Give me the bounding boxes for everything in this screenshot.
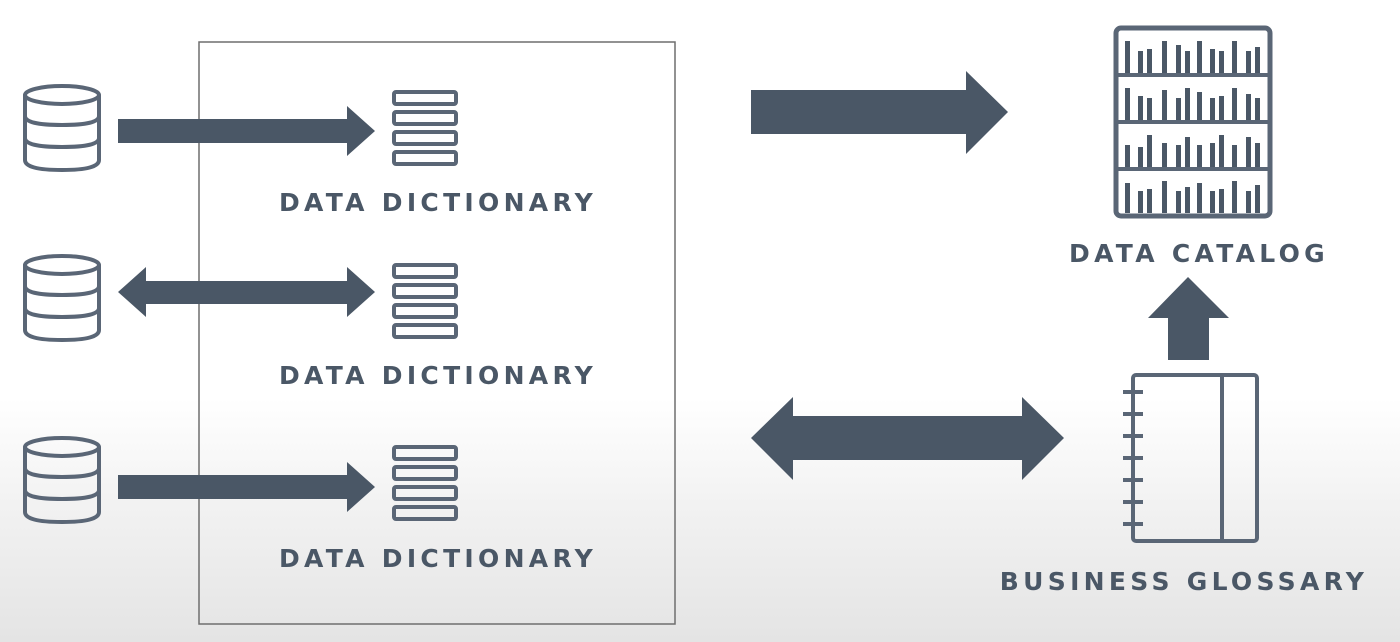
- book-spine: [1219, 96, 1224, 120]
- data-catalog-label: DATA CATALOG: [1069, 239, 1329, 268]
- book-spine: [1138, 96, 1143, 120]
- book-spine: [1162, 90, 1167, 120]
- data-dictionary-label: DATA DICTIONARY: [278, 361, 598, 390]
- book-spine: [1210, 191, 1215, 213]
- book-spine: [1176, 145, 1181, 167]
- database-icon: [23, 254, 101, 343]
- book-spine: [1210, 143, 1215, 167]
- database-icon: [23, 84, 101, 173]
- book-spine: [1138, 191, 1143, 213]
- book-spine: [1162, 41, 1167, 73]
- book-spine: [1185, 137, 1190, 167]
- book-spine: [1147, 98, 1152, 120]
- book-spine: [1162, 143, 1167, 167]
- book-spine: [1197, 183, 1202, 213]
- notebook-icon: [1123, 373, 1259, 543]
- book-spine: [1246, 94, 1251, 120]
- arrow-right-to-catalog: [751, 71, 1008, 154]
- book-spine: [1185, 88, 1190, 120]
- list-icon: [392, 263, 458, 339]
- data-dictionary-container: [198, 41, 676, 625]
- arrow-bidirectional: [118, 267, 375, 317]
- book-spine: [1255, 98, 1260, 120]
- book-spine: [1147, 49, 1152, 73]
- book-spine: [1219, 135, 1224, 167]
- arrow-right: [118, 462, 375, 512]
- book-spine: [1176, 98, 1181, 120]
- book-spine: [1197, 41, 1202, 73]
- book-spine: [1176, 45, 1181, 73]
- bookshelf-icon: [1113, 25, 1273, 219]
- book-spine: [1125, 41, 1130, 73]
- book-spine: [1125, 88, 1130, 120]
- book-spine: [1232, 41, 1237, 73]
- book-spine: [1210, 98, 1215, 120]
- book-spine: [1255, 185, 1260, 213]
- book-spine: [1210, 49, 1215, 73]
- book-spine: [1138, 147, 1143, 167]
- book-spine: [1125, 183, 1130, 213]
- book-spine: [1185, 187, 1190, 213]
- book-spine: [1125, 145, 1130, 167]
- data-dictionary-label: DATA DICTIONARY: [278, 544, 598, 573]
- database-icon: [23, 436, 101, 525]
- book-spine: [1147, 135, 1152, 167]
- book-spine: [1197, 145, 1202, 167]
- book-spine: [1246, 51, 1251, 73]
- book-spine: [1185, 51, 1190, 73]
- book-spine: [1197, 92, 1202, 120]
- book-spine: [1219, 189, 1224, 213]
- business-glossary-label: BUSINESS GLOSSARY: [999, 567, 1369, 596]
- book-spine: [1232, 181, 1237, 213]
- book-spine: [1255, 143, 1260, 167]
- book-spine: [1162, 181, 1167, 213]
- book-spine: [1138, 51, 1143, 73]
- book-spine: [1176, 191, 1181, 213]
- arrow-right: [118, 106, 375, 156]
- arrow-bidirectional-glossary: [751, 397, 1064, 480]
- data-dictionary-label: DATA DICTIONARY: [278, 188, 598, 217]
- book-spine: [1255, 47, 1260, 73]
- list-icon: [392, 90, 458, 166]
- list-icon: [392, 445, 458, 521]
- book-spine: [1232, 145, 1237, 167]
- book-spine: [1219, 51, 1224, 73]
- arrow-up-to-catalog: [1148, 277, 1229, 360]
- book-spine: [1246, 137, 1251, 167]
- book-spine: [1232, 88, 1237, 120]
- book-spine: [1246, 191, 1251, 213]
- book-spine: [1147, 189, 1152, 213]
